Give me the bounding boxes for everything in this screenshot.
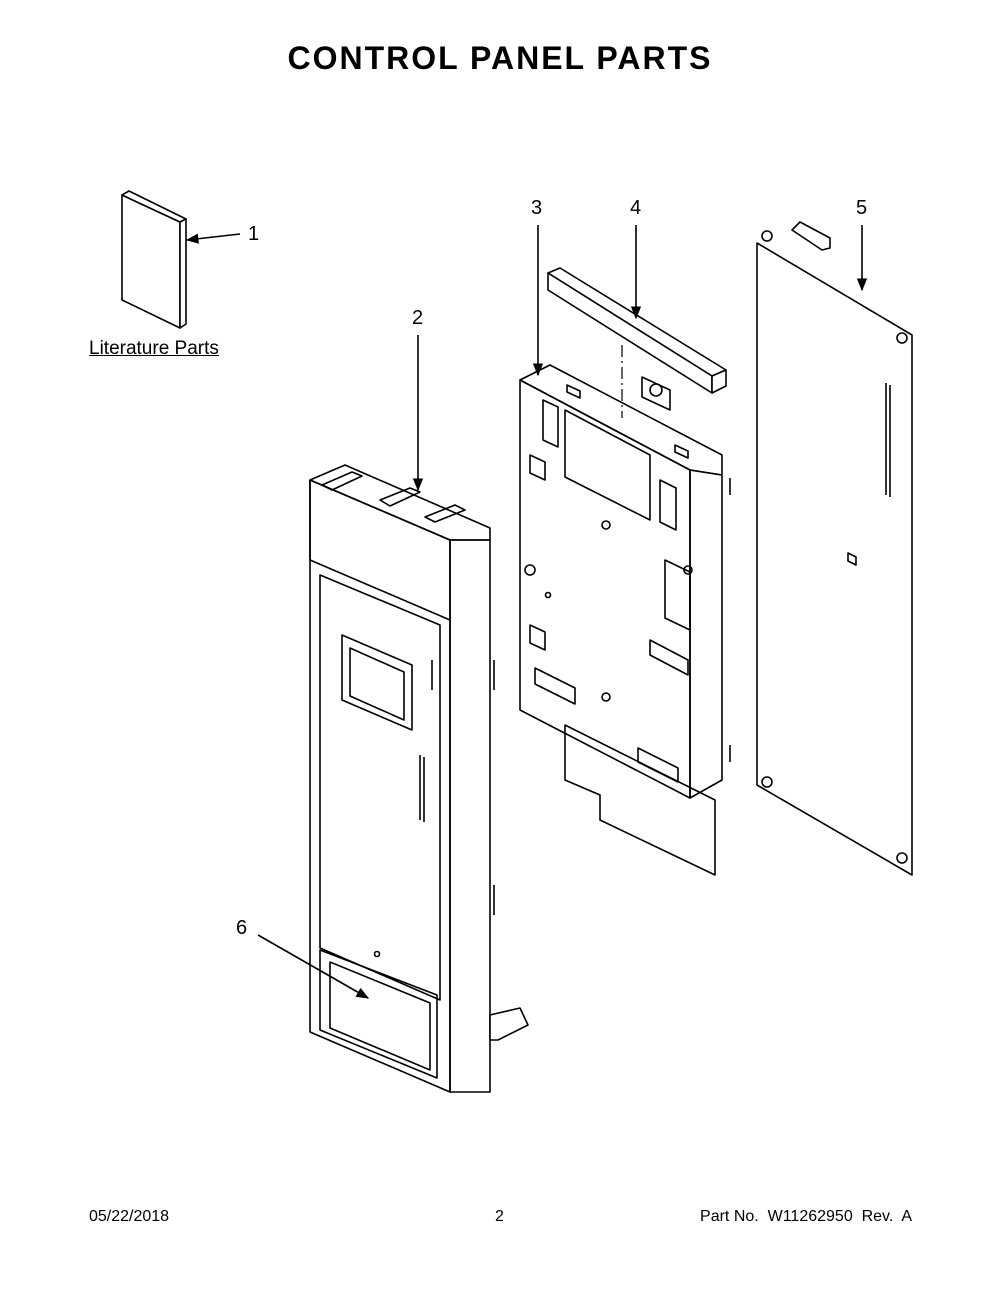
control-panel-frame [309, 464, 529, 1093]
callout-3: 3 [531, 197, 543, 219]
page-title: CONTROL PANEL PARTS [287, 40, 713, 76]
callout-1: 1 [248, 223, 260, 245]
footer-part-number: Part No. W11262950 Rev. A [700, 1208, 912, 1225]
callout-5: 5 [856, 197, 868, 219]
foam-strip [547, 267, 727, 418]
callout-2: 2 [412, 307, 424, 329]
leader-arrow-1 [185, 233, 241, 244]
literature-booklet [121, 190, 187, 329]
leader-arrow-6 [257, 934, 370, 999]
footer-date: 05/22/2018 [89, 1208, 170, 1225]
literature-parts-label: Literature Parts [89, 338, 219, 359]
control-board [756, 221, 913, 876]
footer-page-number: 2 [495, 1208, 504, 1225]
callout-6: 6 [236, 917, 248, 939]
callout-4: 4 [630, 197, 642, 219]
mounting-bracket [519, 364, 731, 876]
